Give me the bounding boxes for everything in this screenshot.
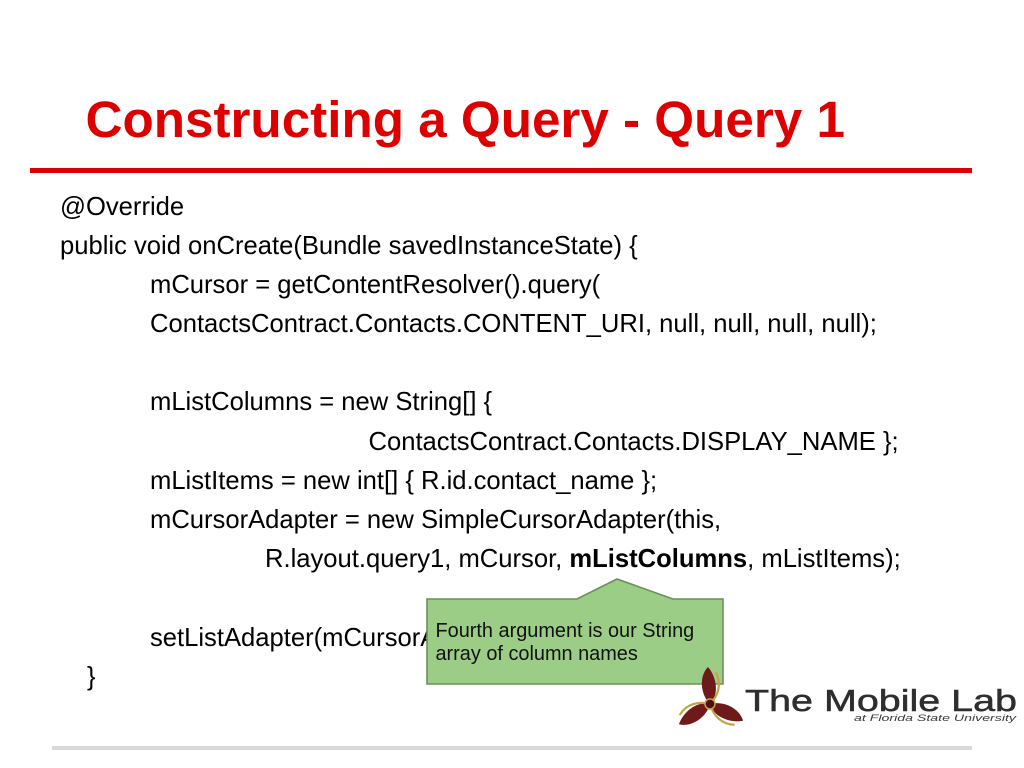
- code-line-closing-brace: }: [87, 662, 96, 691]
- code-block: @Override public void onCreate(Bundle sa…: [60, 188, 901, 697]
- logo-name: The Mobile Lab: [745, 684, 1017, 718]
- callout-shape-outline: [426, 578, 724, 685]
- code-line-cursor-query: mCursor = getContentResolver().query(: [150, 270, 601, 299]
- code-line-override: @Override: [60, 192, 185, 221]
- code-line-list-columns: mListColumns = new String[] {: [150, 388, 493, 417]
- mobile-lab-emblem-icon: [678, 667, 744, 726]
- footer-rule: [52, 746, 972, 750]
- code-line-list-items: mListItems = new int[] { R.id.contact_na…: [150, 466, 658, 495]
- code-line-set-list-adapter: setListAdapter(mCursorA: [150, 623, 438, 652]
- code-line-oncreate-signature: public void onCreate(Bundle savedInstanc…: [60, 231, 638, 260]
- emblem-petal: [701, 667, 716, 704]
- adapter-args-before: R.layout.query1, mCursor,: [265, 545, 570, 574]
- code-line-adapter-arguments: R.layout.query1, mCursor, mListColumns, …: [60, 540, 901, 579]
- code-line-query-arguments: ContactsContract.Contacts.CONTENT_URI, n…: [150, 310, 877, 339]
- emblem-petal: [710, 703, 744, 722]
- code-line-cursor-adapter: mCursorAdapter = new SimpleCursorAdapter…: [150, 506, 722, 534]
- emblem-petal: [678, 703, 710, 725]
- callout-box: [426, 578, 724, 685]
- emblem-center: [704, 698, 716, 710]
- logo-tagline: at Florida State University: [854, 713, 1018, 724]
- adapter-args-after: , mListItems);: [747, 545, 901, 574]
- code-blank-line: [60, 344, 901, 383]
- callout-text: Fourth argument is our String array of c…: [435, 619, 695, 665]
- adapter-args-highlight: mListColumns: [569, 545, 748, 574]
- emblem-petals: [678, 667, 744, 725]
- mobile-lab-wordmark: The Mobile Lab at Florida State Universi…: [745, 684, 1018, 724]
- code-line-display-name: ContactsContract.Contacts.DISPLAY_NAME }…: [368, 427, 899, 456]
- title-underline-rule: [30, 168, 972, 173]
- slide-title: Constructing a Query - Query 1: [85, 90, 845, 148]
